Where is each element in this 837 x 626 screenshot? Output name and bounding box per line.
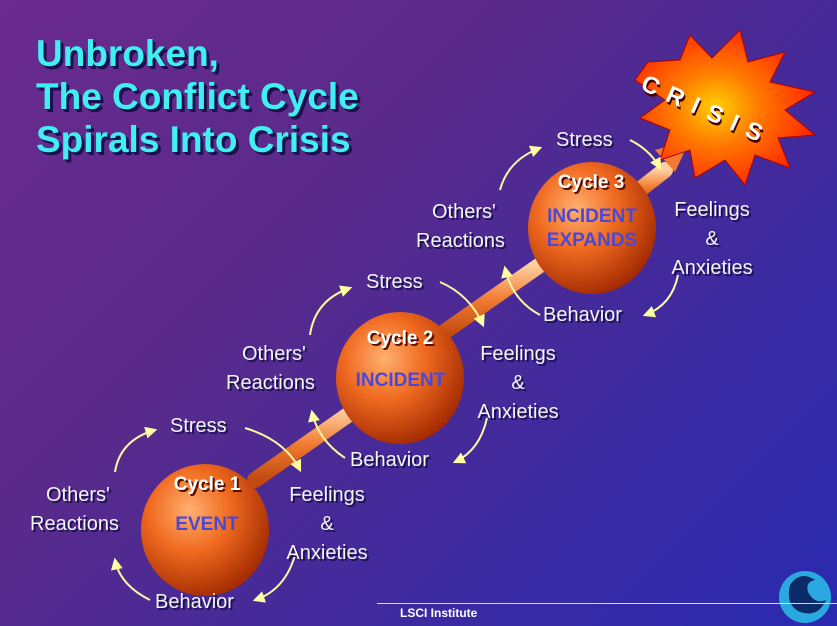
cycle-2-ball xyxy=(336,312,464,444)
slide-title: Unbroken, The Conflict Cycle Spirals Int… xyxy=(36,32,359,161)
cycle-1-ball xyxy=(141,464,269,596)
cycle-1-category: EVENT xyxy=(175,514,239,535)
cycle-1-others: Others' xyxy=(46,484,110,506)
cycle-1-amp: & xyxy=(320,513,334,535)
cycle-2-category: INCIDENT xyxy=(355,370,446,391)
cycle-1-anxieties: Anxieties xyxy=(286,542,368,564)
cycle-1-name: Cycle 1 xyxy=(173,474,241,495)
cycle-2-feelings: Feelings xyxy=(480,343,556,365)
cycle-2-anxieties: Anxieties xyxy=(477,401,559,423)
cycle-3-feelings: Feelings xyxy=(674,199,750,221)
footer: LSCI Institute xyxy=(377,603,837,623)
cycle-2-stress: Stress xyxy=(366,271,423,293)
wave-logo-icon xyxy=(779,571,831,623)
cycle-3-anxieties: Anxieties xyxy=(671,257,753,279)
cycle-3-amp: & xyxy=(705,228,719,250)
cycle-1-feelings: Feelings xyxy=(289,484,365,506)
cycle-3-others: Others' xyxy=(432,201,496,223)
cycle-3-category-line-2: EXPANDS xyxy=(546,230,638,251)
cycle-1-behavior: Behavior xyxy=(155,591,234,613)
cycle-3-reactions: Reactions xyxy=(416,230,505,252)
cycle-1-reactions: Reactions xyxy=(30,513,119,535)
cycle-3-category-line-1: INCIDENT xyxy=(547,206,637,227)
cycle-arrows xyxy=(111,139,679,603)
title-line-1: Unbroken, xyxy=(36,33,219,74)
crisis-starburst-icon xyxy=(634,29,817,187)
cycle-2-behavior: Behavior xyxy=(350,449,429,471)
cycle-3-behavior: Behavior xyxy=(543,304,622,326)
cycle-2-name: Cycle 2 xyxy=(366,328,434,349)
cycle-2-amp: & xyxy=(511,372,525,394)
cycle-3-name: Cycle 3 xyxy=(557,172,625,193)
title-line-2: The Conflict Cycle xyxy=(36,76,359,117)
cycle-2-others: Others' xyxy=(242,343,306,365)
cycle-3-ball xyxy=(528,162,656,294)
footer-text: LSCI Institute xyxy=(400,606,478,620)
cycle-2-reactions: Reactions xyxy=(226,372,315,394)
title-line-3: Spirals Into Crisis xyxy=(36,119,351,160)
cycle-3-stress: Stress xyxy=(556,129,613,151)
cycle-1-stress: Stress xyxy=(170,415,227,437)
